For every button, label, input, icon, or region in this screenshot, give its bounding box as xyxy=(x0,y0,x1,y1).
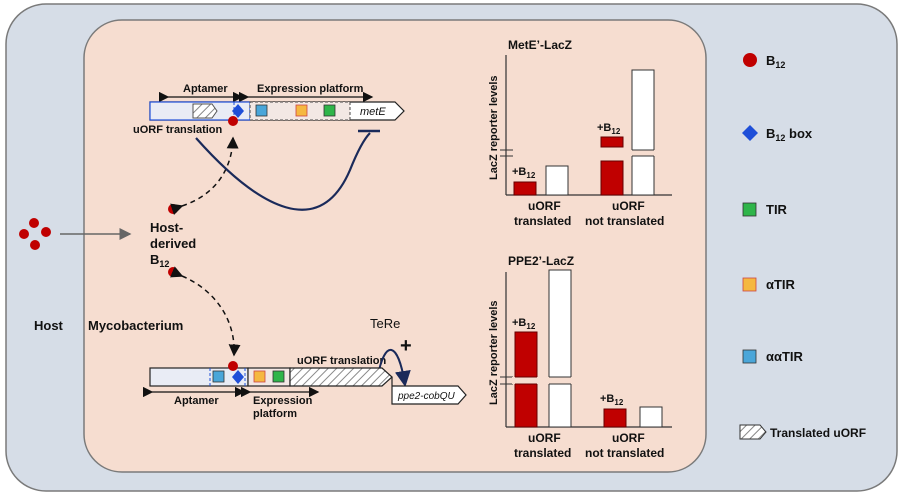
external-b12-cluster xyxy=(19,218,51,250)
chart2-ann-2: +B12 xyxy=(600,393,624,407)
aptamer-label: Aptamer xyxy=(183,83,228,95)
chart1-bar-translated-b12 xyxy=(513,181,537,196)
chart1-bar-not-translated-b12-low xyxy=(600,160,624,196)
aptamer-label-bottom: Aptamer xyxy=(174,395,219,407)
chart2-bar-not-translated-nob12 xyxy=(639,406,663,428)
legend-tir: TIR xyxy=(766,202,788,217)
chart1-ann-1: +B12 xyxy=(512,166,536,180)
b12-icon xyxy=(168,204,178,214)
chart2-cat1a: uORF xyxy=(528,431,561,445)
tir-icon xyxy=(272,370,285,383)
chart2-ann-1: +B12 xyxy=(512,317,536,331)
host-derived-label-3: B12 xyxy=(150,252,169,269)
chart2-cat2a: uORF xyxy=(612,431,645,445)
legend-aatir: ααTIR xyxy=(766,349,804,364)
chart1-cat1a: uORF xyxy=(528,199,561,213)
gene-arrow-ppe2 xyxy=(391,377,467,405)
green-square-icon xyxy=(742,202,757,217)
chart-ppe2-lacz: PPE2’-LacZ LacZ reporter levels +B12 +B1… xyxy=(488,254,672,460)
red-circle-icon xyxy=(743,53,757,67)
b12-icon xyxy=(228,361,238,371)
chart1-ylabel: LacZ reporter levels xyxy=(488,75,500,180)
lightblue-square-icon xyxy=(742,349,757,364)
translated-uorf-region xyxy=(289,367,393,387)
b12-box-icon xyxy=(232,104,244,118)
chart1-ann-2: +B12 xyxy=(597,122,621,136)
chart1-bar-translated-nob12 xyxy=(545,165,569,196)
host-label: Host xyxy=(34,318,64,333)
chart1-cat2a: uORF xyxy=(612,199,645,213)
chart1-bar-not-translated-nob12 xyxy=(631,69,655,196)
dashed-arrow-bottom xyxy=(169,266,241,357)
chart2-cat1b: translated xyxy=(514,446,571,460)
chart2-bar-not-translated-b12 xyxy=(603,408,627,428)
host-derived-label-1: Host- xyxy=(150,220,183,235)
blue-diamond-icon xyxy=(742,125,758,141)
legend: B12 B12 box TIR αTIR ααTIR Translated uO… xyxy=(739,53,866,440)
tere-arrow xyxy=(377,349,411,387)
chart2-ylabel: LacZ reporter levels xyxy=(488,300,500,405)
plus-sign: + xyxy=(400,335,412,357)
legend-atir: αTIR xyxy=(766,277,796,292)
chart1-cat1b: translated xyxy=(514,214,571,228)
b12-icon xyxy=(168,267,178,277)
expression-platform-label: Expression platform xyxy=(257,83,364,95)
legend-b12: B12 xyxy=(766,53,785,70)
chart2-title: PPE2’-LacZ xyxy=(508,254,574,268)
ppe2-gene-label: ppe2-cobQU xyxy=(397,391,455,402)
tere-label: TeRe xyxy=(370,316,400,331)
hatched-box-icon xyxy=(739,424,767,440)
aatir-icon xyxy=(255,104,268,117)
orange-square-icon xyxy=(742,277,757,292)
legend-translated-uorf: Translated uORF xyxy=(770,426,866,440)
mycobacterium-label: Mycobacterium xyxy=(88,318,183,333)
tir-icon xyxy=(323,104,336,117)
expression-platform-label-bottom-1: Expression xyxy=(253,395,313,407)
mete-gene-label: metE xyxy=(360,106,386,118)
chart2-bar-translated-nob12 xyxy=(548,269,572,428)
aatir-icon xyxy=(212,370,225,383)
expression-platform-label-bottom-2: platform xyxy=(253,408,297,420)
atir-icon xyxy=(295,104,308,117)
chart1-bar-not-translated-b12-high xyxy=(600,136,624,148)
b12-icon xyxy=(228,116,238,126)
top-construct: Aptamer Expression platform metE uORF tr… xyxy=(133,83,405,136)
host-derived-label-2: derived xyxy=(150,236,196,251)
chart2-cat2b: not translated xyxy=(585,446,664,460)
bottom-construct: uORF translation TeRe + ppe2-cobQU Aptam… xyxy=(142,316,467,420)
chart1-cat2b: not translated xyxy=(585,214,664,228)
b12-box-icon xyxy=(232,370,244,384)
atir-icon xyxy=(253,370,266,383)
repression-curve xyxy=(195,132,371,211)
chart1-title: MetE’-LacZ xyxy=(508,38,572,52)
chart-mete-lacz: MetE’-LacZ LacZ reporter levels +B12 +B1… xyxy=(488,38,672,228)
legend-b12-box: B12 box xyxy=(766,126,813,143)
uorf-translation-label-bottom: uORF translation xyxy=(297,355,387,367)
dashed-arrow-top xyxy=(170,136,239,216)
uorf-translation-label-top: uORF translation xyxy=(133,124,223,136)
